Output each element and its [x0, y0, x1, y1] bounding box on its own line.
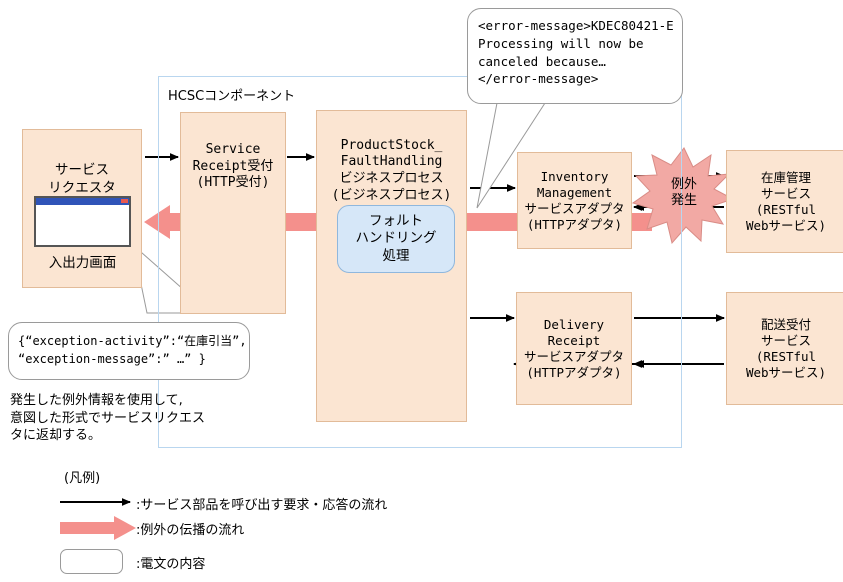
- monitor-titlebar: [36, 198, 129, 205]
- node-service-receipt: Service Receipt受付 (HTTP受付): [180, 112, 286, 314]
- explanatory-note: 発生した例外情報を使用して, 意図した形式でサービスリクエス タに返却する。: [10, 393, 206, 444]
- monitor-close-icon: [121, 199, 128, 203]
- exception-star-icon: [631, 147, 735, 245]
- callout-error-message: <error-message>KDEC80421-E Processing wi…: [467, 8, 683, 104]
- node-fault-handling: フォルト ハンドリング 処理: [337, 205, 455, 273]
- legend-black-arrow-icon: [60, 498, 131, 506]
- legend-label-call-flow: :サービス部品を呼び出す要求・応答の流れ: [136, 498, 388, 513]
- io-screen-caption: 入出力画面: [48, 255, 117, 271]
- error-message-line-2: Processing will now be: [478, 35, 644, 51]
- delivery-adapter-label: Delivery Receipt サービスアダプタ (HTTPアダプタ): [523, 316, 624, 380]
- inventory-adapter-label: Inventory Management サービスアダプタ (HTTPアダプタ): [524, 168, 625, 232]
- inventory-service-label: 在庫管理 サービス (RESTful Webサービス): [745, 169, 827, 233]
- legend-red-arrow-icon: [60, 516, 136, 540]
- hcsc-component-label: HCSCコンポーネント: [168, 89, 296, 104]
- hcsc-component-container: [158, 76, 682, 448]
- callout-exception-json: {“exception-activity”:“在庫引当”, “exception…: [8, 322, 250, 380]
- service-receipt-label: Service Receipt受付 (HTTP受付): [192, 142, 274, 191]
- error-message-line-4: </error-message>: [478, 71, 599, 87]
- node-delivery-adapter: Delivery Receipt サービスアダプタ (HTTPアダプタ): [516, 292, 632, 405]
- product-stock-label: ProductStock_ FaultHandling ビジネスプロセス (ビジ…: [331, 137, 452, 203]
- legend-label-message-content: :電文の内容: [136, 557, 206, 572]
- node-delivery-service: 配送受付 サービス (RESTful Webサービス): [726, 292, 843, 405]
- exception-json-line-1: {“exception-activity”:“在庫引当”,: [18, 334, 247, 348]
- legend-title: (凡例): [64, 471, 101, 486]
- legend-message-box-icon: [60, 549, 123, 574]
- io-screen-monitor: [34, 196, 131, 247]
- legend-label-exception-flow: :例外の伝播の流れ: [136, 523, 245, 538]
- error-message-line-1: <error-message>KDEC80421-E: [478, 18, 674, 33]
- exception-star-label: 例外 発生: [670, 177, 697, 208]
- service-requester-label: サービス リクエスタ: [48, 162, 116, 196]
- node-inventory-adapter: Inventory Management サービスアダプタ (HTTPアダプタ): [517, 152, 632, 249]
- delivery-service-label: 配送受付 サービス (RESTful Webサービス): [745, 316, 827, 380]
- error-message-line-3: canceled because…: [478, 53, 606, 69]
- exception-json-line-2: “exception-message”:” …” }: [18, 352, 206, 366]
- node-inventory-service: 在庫管理 サービス (RESTful Webサービス): [726, 150, 843, 253]
- fault-handling-label: フォルト ハンドリング 処理: [355, 212, 437, 264]
